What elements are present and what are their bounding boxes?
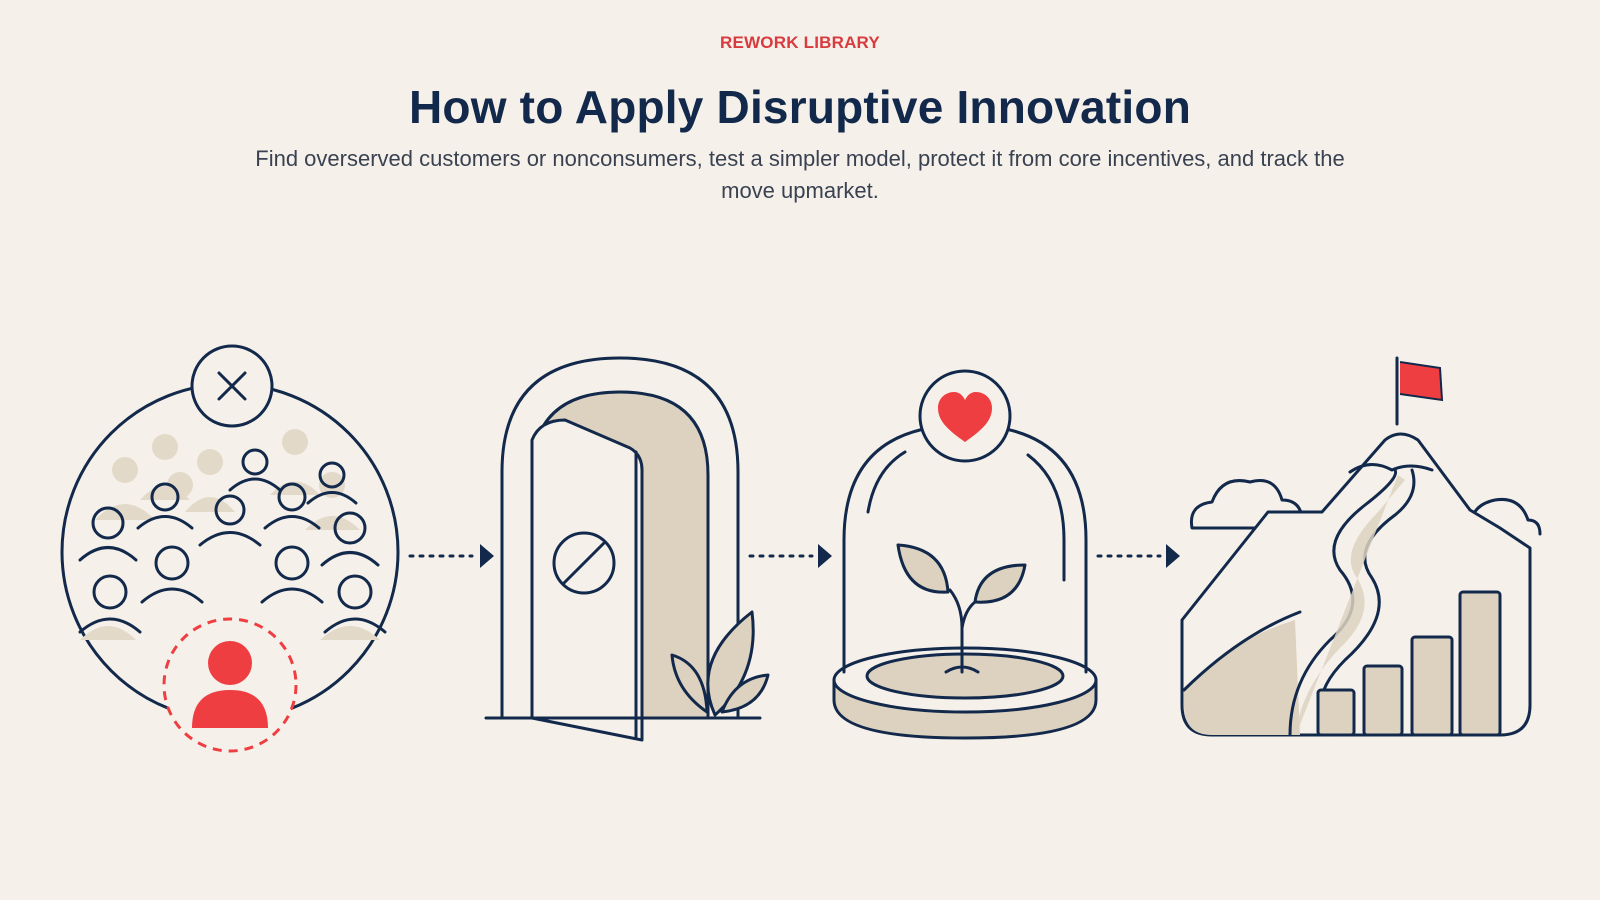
step-3-dome-icon xyxy=(832,369,1098,740)
step-4-mountain-icon xyxy=(1180,356,1542,737)
page-subtitle: Find overserved customers or nonconsumer… xyxy=(255,146,1345,203)
eyebrow-label: REWORK LIBRARY xyxy=(720,33,880,52)
connector-arrow-3-icon xyxy=(1096,544,1180,568)
step-2-door-icon xyxy=(484,356,770,742)
connector-arrow-1-icon xyxy=(408,544,494,568)
step-1-crowd-icon xyxy=(60,344,400,753)
connector-arrow-2-icon xyxy=(748,544,832,568)
page-title: How to Apply Disruptive Innovation xyxy=(409,81,1191,133)
